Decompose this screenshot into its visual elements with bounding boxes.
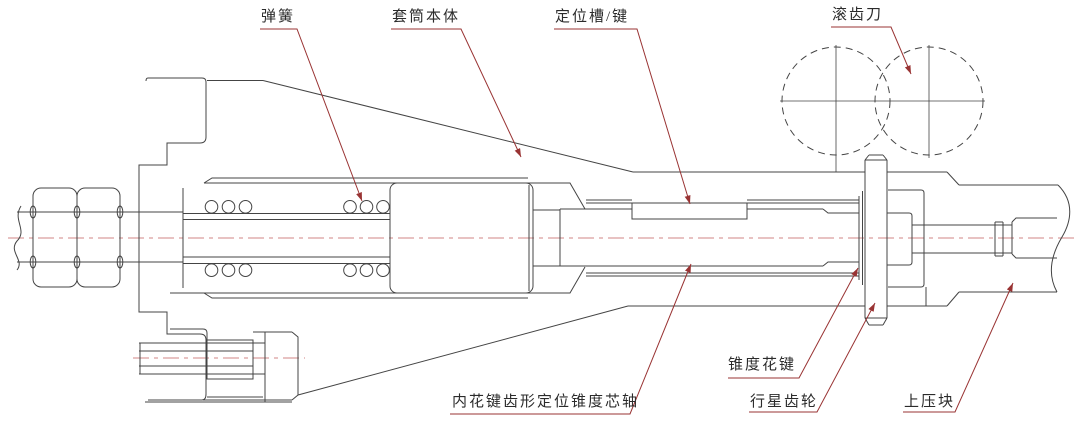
leader-spring — [260, 28, 363, 202]
housing-flange — [138, 77, 292, 401]
leader-locating-slot-key — [554, 28, 691, 205]
label-sleeve-body: 套筒本体 — [392, 9, 461, 25]
locating-key — [631, 202, 748, 220]
spline-sleeve-block — [389, 182, 560, 294]
leader-upper-press-block — [903, 282, 1014, 413]
taper-spline-seat — [858, 191, 863, 285]
leader-taper-spline — [728, 267, 859, 379]
leader-taper-mandrel — [450, 263, 692, 415]
spring-coils — [183, 200, 390, 278]
gear-pocket — [887, 189, 927, 306]
leader-planetary-gear — [749, 302, 876, 413]
leader-hob-cutter — [831, 26, 912, 75]
label-taper-spline: 锥度花键 — [728, 357, 797, 373]
label-upper-press-block: 上压块 — [904, 394, 956, 410]
label-taper-mandrel: 内花键齿形定位锥度芯轴 — [452, 394, 640, 410]
break-line — [1050, 184, 1071, 293]
right-shaft-end — [912, 217, 1057, 259]
lock-nuts — [29, 187, 124, 288]
drawbar-left-end — [13, 188, 184, 288]
planetary-gear — [864, 154, 888, 326]
label-planetary-gear: 行星齿轮 — [750, 394, 819, 410]
label-spring: 弹簧 — [261, 9, 296, 25]
label-hob-cutter: 滚齿刀 — [832, 7, 884, 23]
leader-lines — [260, 26, 1014, 415]
sleeve-body — [170, 80, 1058, 396]
taper-mandrel — [559, 199, 859, 277]
leader-sleeve-body — [391, 28, 522, 158]
hob-cutter-circles — [780, 45, 985, 172]
lower-clamp-assembly — [139, 328, 299, 403]
main-centerline — [8, 237, 1076, 359]
label-locating-slot-key: 定位槽/键 — [555, 9, 630, 25]
